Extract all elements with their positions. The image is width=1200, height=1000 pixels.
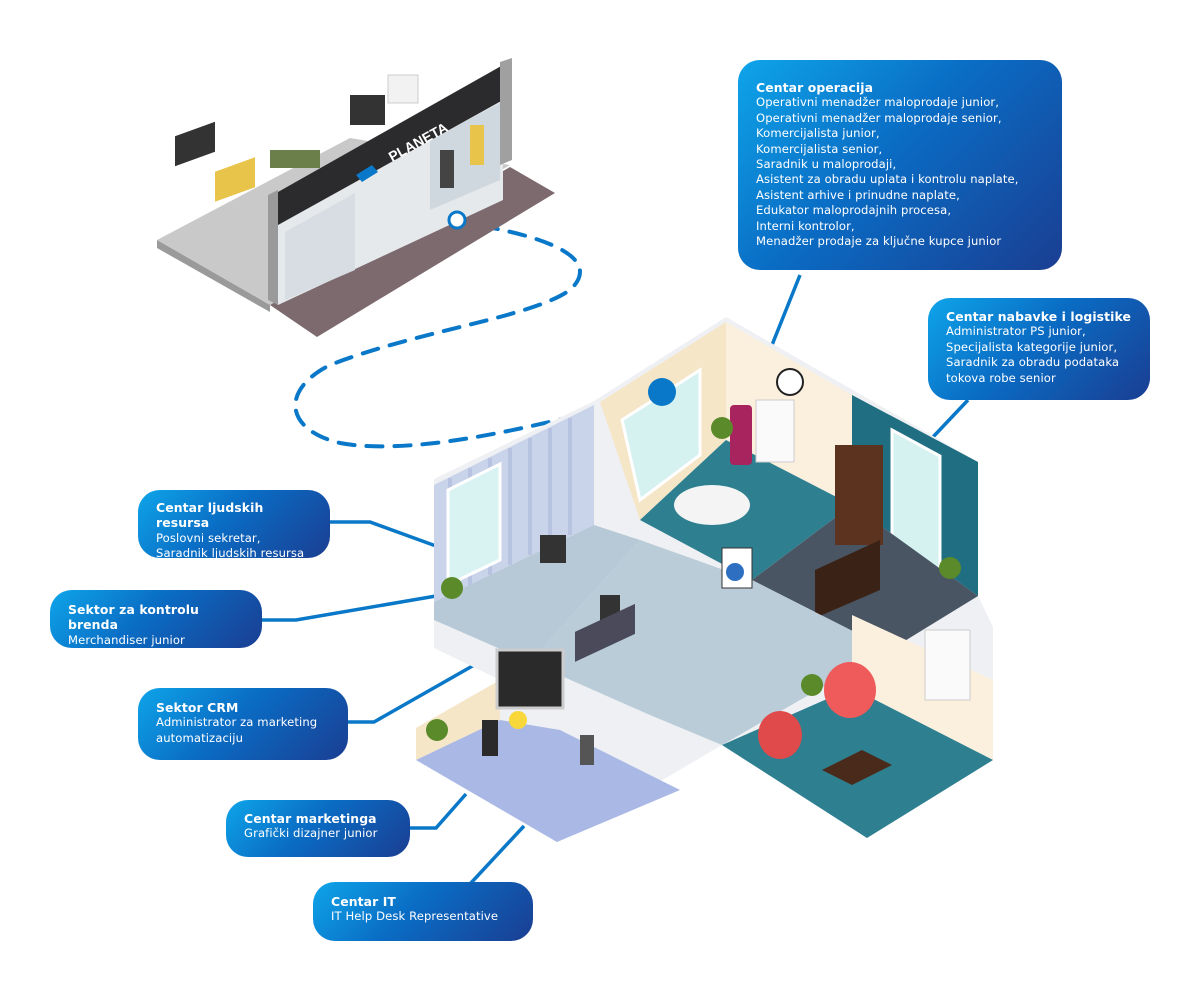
- connector-brend: [262, 594, 437, 622]
- connector-operacije: [770, 274, 802, 346]
- lounge-wall: [852, 615, 993, 760]
- store-logo-icon: [356, 165, 378, 182]
- label-item: Komercijalista junior,: [756, 126, 880, 141]
- label-sektor-kontrola-brenda: Sektor za kontrolu brenda Merchandiser j…: [50, 590, 262, 648]
- label-item: Komercijalista senior,: [756, 141, 883, 156]
- label-item: Administrator PS junior,: [946, 324, 1086, 339]
- label-item: Administrator za marketing: [156, 715, 318, 730]
- blackboard: [495, 648, 565, 710]
- store-sign: [278, 65, 503, 225]
- label-item: Menadžer prodaje za ključne kupce junior: [756, 234, 1002, 249]
- label-centar-nabavke: Centar nabavke i logistike Administrator…: [928, 298, 1150, 400]
- dashed-route: [293, 224, 647, 449]
- connector-it: [468, 824, 526, 886]
- label-item: Edukator maloprodajnih procesa,: [756, 203, 952, 218]
- label-centar-marketinga: Centar marketinga Grafički dizajner juni…: [226, 800, 410, 857]
- label-title: Centar IT: [331, 894, 396, 909]
- connector-lines: [262, 274, 970, 886]
- label-title: Centar ljudskih resursa: [156, 500, 264, 531]
- label-item: Asistent za obradu uplata i kontrolu nap…: [756, 172, 1019, 187]
- label-centar-it: Centar IT IT Help Desk Representative: [313, 882, 533, 941]
- lightbulb-icon: [509, 711, 527, 729]
- label-item: Grafički dizajner junior: [244, 826, 378, 841]
- label-item: Saradnik za obradu podataka: [946, 355, 1120, 370]
- label-item: Saradnik ljudskih resursa: [156, 546, 305, 561]
- label-title: Sektor CRM: [156, 700, 239, 715]
- connector-crm: [348, 654, 491, 724]
- label-title: Centar marketinga: [244, 811, 377, 826]
- sidewalk: [270, 167, 555, 337]
- open-space-floor: [530, 540, 890, 745]
- label-title: Centar operacija: [756, 80, 874, 95]
- label-item: Specijalista kategorije junior,: [946, 339, 1118, 354]
- connector-hr: [330, 520, 437, 548]
- label-item: Merchandiser junior: [68, 632, 185, 647]
- label-item: tokova robe senior: [946, 370, 1056, 385]
- connector-marketing: [410, 792, 468, 830]
- store-illustration: PLANETA: [157, 58, 555, 337]
- label-item: Operativni menadžer maloprodaje senior,: [756, 110, 1002, 125]
- label-item: Poslovni sekretar,: [156, 530, 261, 545]
- label-item: Asistent arhive i prinudne naplate,: [756, 187, 960, 202]
- label-centar-operacija: Centar operacija Operativni menadžer mal…: [738, 60, 1062, 270]
- label-title: Sektor za kontrolu brenda: [68, 602, 199, 633]
- label-item: Operativni menadžer maloprodaje junior,: [756, 95, 1000, 110]
- label-sektor-crm: Sektor CRM Administrator za marketing au…: [138, 688, 348, 760]
- connector-nabavka: [931, 398, 970, 439]
- label-item: Interni kontrolor,: [756, 218, 855, 233]
- store-marker: [447, 210, 467, 230]
- label-item: automatizaciju: [156, 730, 244, 745]
- office-building: [416, 317, 993, 842]
- office-marker: [648, 378, 676, 406]
- label-centar-ljudskih-resursa: Centar ljudskih resursa Poslovni sekreta…: [138, 490, 330, 561]
- label-title: Centar nabavke i logistike: [946, 309, 1132, 324]
- clock-icon: [776, 368, 804, 396]
- label-item: IT Help Desk Representative: [331, 909, 499, 924]
- label-item: Saradnik u maloprodaji,: [756, 157, 897, 172]
